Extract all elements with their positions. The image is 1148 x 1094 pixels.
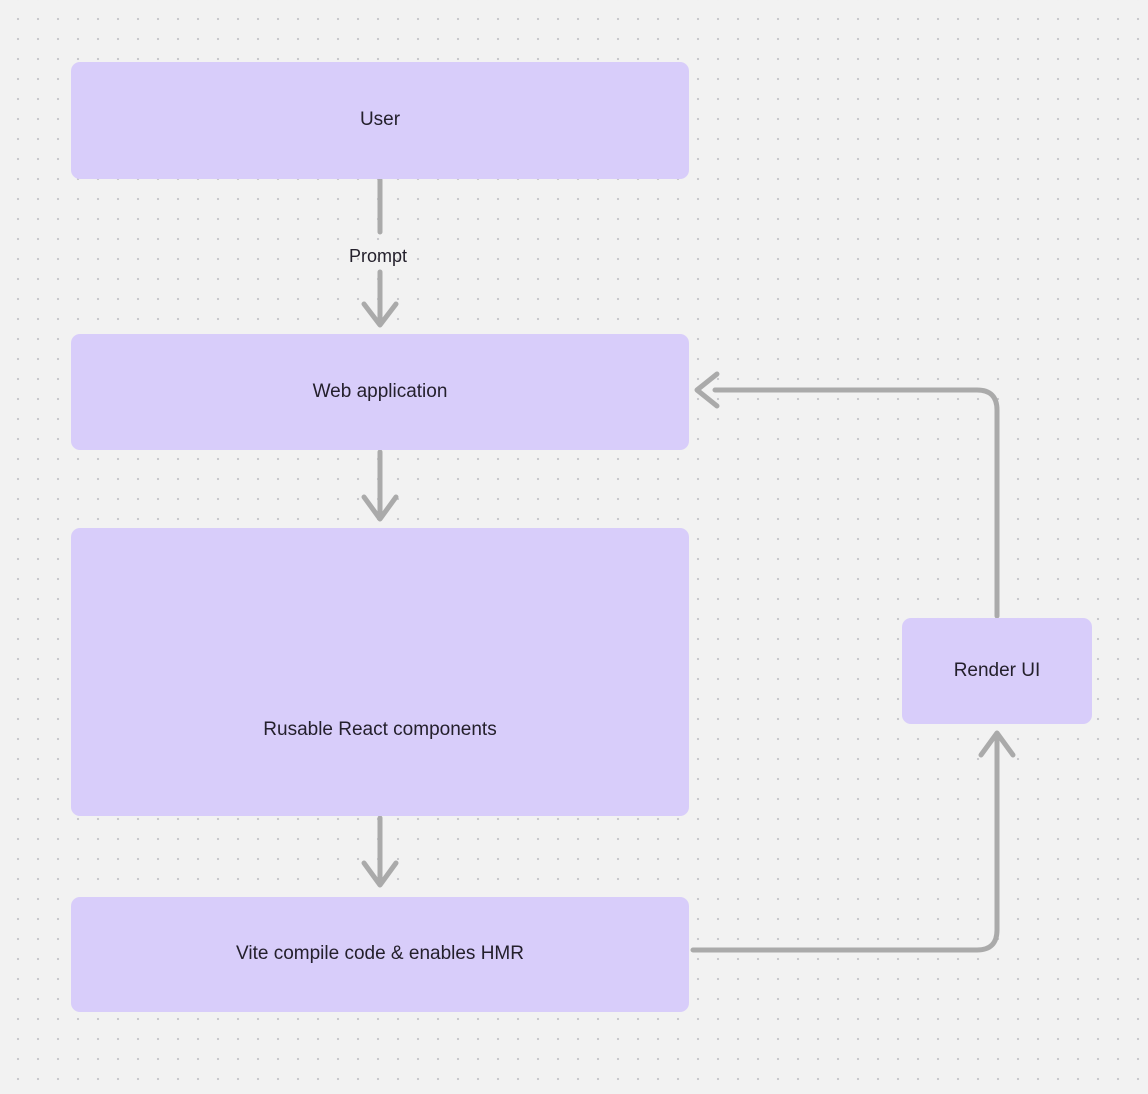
node-vite[interactable]: Vite compile code & enables HMR [71,897,689,1012]
edge-label-prompt: Prompt [349,246,408,266]
edge-render-to-webapp [694,371,1000,619]
node-render-ui-label: Render UI [953,659,1041,681]
node-web-application-label: Web application [312,380,448,402]
node-user-label: User [359,109,401,131]
node-vite-label: Vite compile code & enables HMR [236,943,524,965]
node-render-ui[interactable]: Render UI [902,618,1092,724]
edge-vite-to-render [690,730,1016,953]
edge-components-to-vite [361,815,399,888]
edge-webapp-to-components [361,449,399,522]
node-react-components-label: Rusable React components [263,719,497,740]
node-web-application[interactable]: Web application [71,334,689,450]
node-react-components[interactable]: HTML = structure CSS = Styles & Layouts … [71,528,689,816]
node-user[interactable]: User [71,62,689,179]
